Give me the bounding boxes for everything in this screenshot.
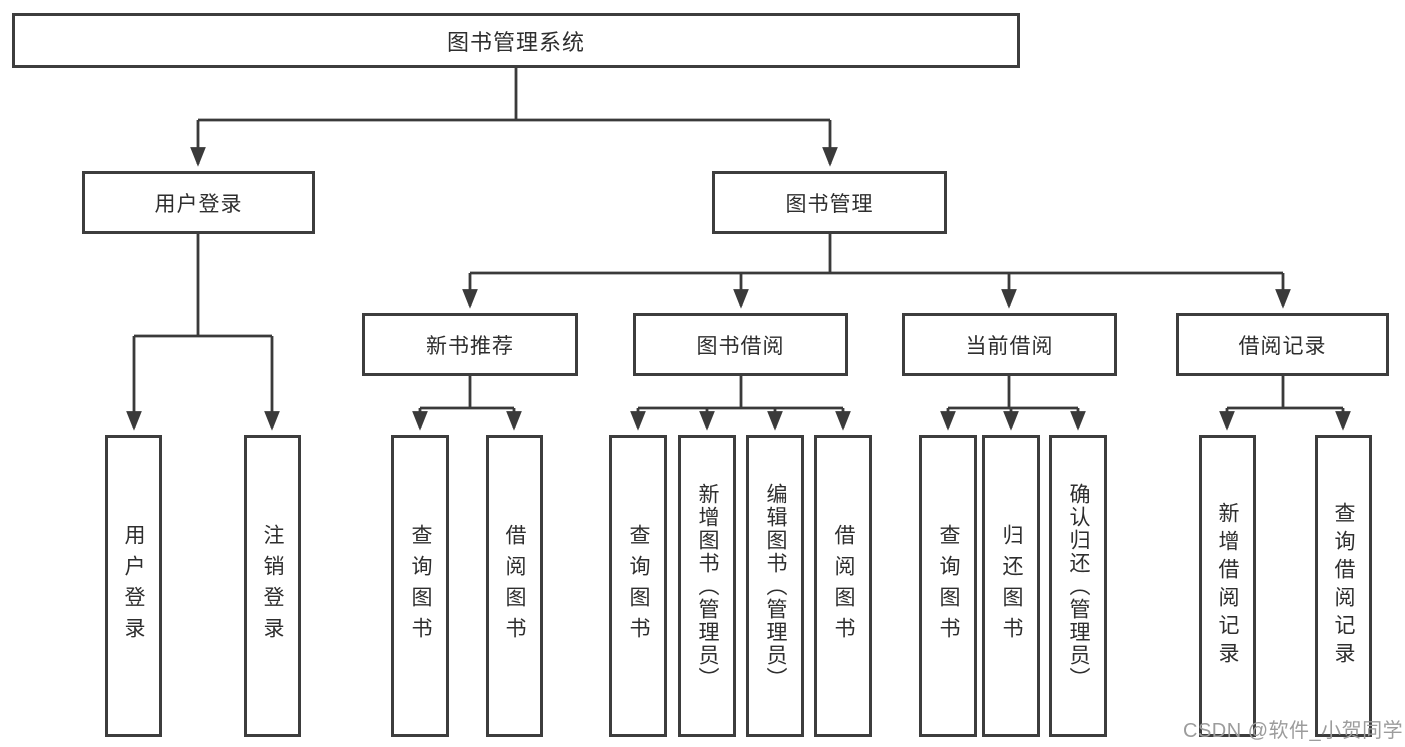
node-new-book-recommendation: 新书推荐 (362, 313, 578, 376)
leaf-logout: 注销登录 (244, 435, 301, 737)
leaf-edit-book-admin: 编辑图书（管理员） (746, 435, 804, 737)
node-root-library-system: 图书管理系统 (12, 13, 1020, 68)
leaf-return-book: 归还图书 (982, 435, 1040, 737)
csdn-watermark: CSDN @软件_小贺同学 (1183, 720, 1404, 742)
leaf-query-borrow-record: 查询借阅记录 (1315, 435, 1372, 737)
leaf-borrow-book: 借阅图书 (814, 435, 872, 737)
leaf-query-book-borrowing: 查询图书 (609, 435, 667, 737)
leaf-query-book-current: 查询图书 (919, 435, 977, 737)
leaf-add-book-admin: 新增图书（管理员） (678, 435, 736, 737)
leaf-user-login: 用户登录 (105, 435, 162, 737)
leaf-query-book-recommend: 查询图书 (391, 435, 449, 737)
leaf-confirm-return-admin: 确认归还（管理员） (1049, 435, 1107, 737)
leaf-borrow-book-recommend: 借阅图书 (486, 435, 543, 737)
leaf-add-borrow-record: 新增借阅记录 (1199, 435, 1256, 737)
node-book-management-branch: 图书管理 (712, 171, 947, 234)
node-borrowing-records: 借阅记录 (1176, 313, 1389, 376)
node-current-borrowing: 当前借阅 (902, 313, 1117, 376)
node-book-borrowing: 图书借阅 (633, 313, 848, 376)
node-user-login-branch: 用户登录 (82, 171, 315, 234)
